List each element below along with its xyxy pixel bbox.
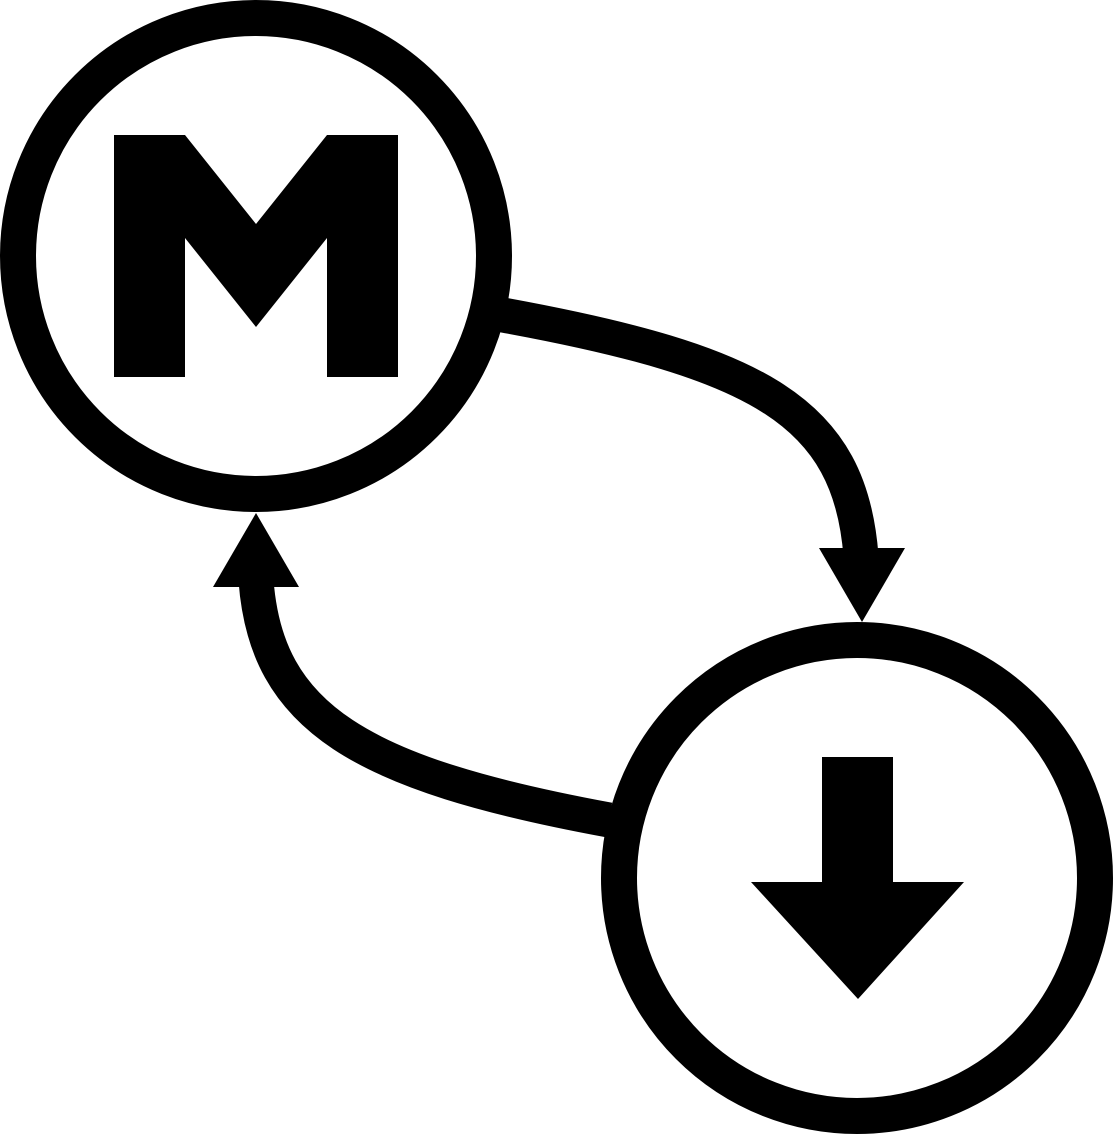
arrow-down-icon	[751, 757, 964, 999]
node-m-ring	[0, 0, 512, 512]
node-m	[0, 0, 512, 512]
edge-download-to-m	[213, 513, 613, 838]
arrowhead-down-icon	[819, 548, 905, 622]
curved-arrow-icon	[238, 578, 613, 838]
node-download	[601, 622, 1113, 1134]
letter-m-icon	[114, 135, 398, 377]
curved-arrow-icon	[499, 297, 879, 558]
arrowhead-up-icon	[213, 513, 299, 587]
node-download-ring	[601, 622, 1113, 1134]
edge-m-to-download	[499, 297, 905, 622]
